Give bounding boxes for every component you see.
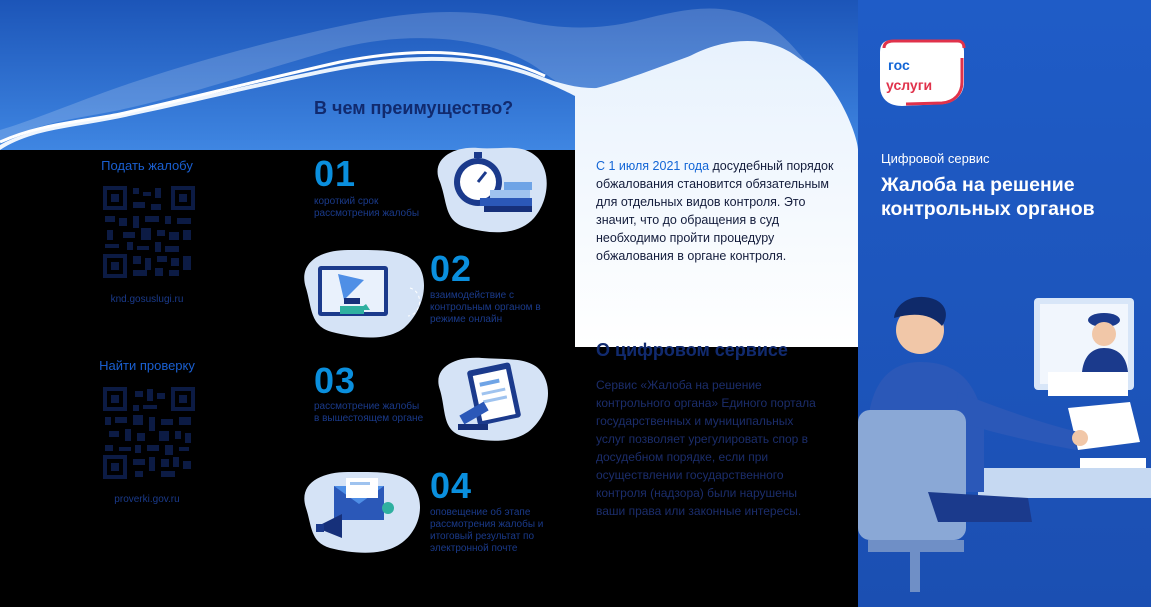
- intro-date-highlight: С 1 июля 2021 года: [596, 159, 710, 173]
- qr-complaint-url[interactable]: knd.gosuslugi.ru: [110, 294, 184, 305]
- gosuslugi-logo: гос услуги: [880, 39, 966, 106]
- benefit-text-4: оповещение об этапе рассмотрения жалобы …: [430, 507, 544, 554]
- benefit-text-2: взаимодействие с контрольным органом в р…: [430, 290, 541, 325]
- qr-inspection-title: Найти проверку: [99, 358, 195, 373]
- qr-inspection-url[interactable]: proverki.gov.ru: [114, 494, 180, 505]
- intro-text: досудебный порядок обжалования становитс…: [596, 159, 834, 263]
- intro-paragraph: С 1 июля 2021 года досудебный порядок об…: [596, 157, 836, 265]
- logo-text-gos: гос: [888, 57, 910, 73]
- gavel-clipboard-illustration: [438, 357, 549, 441]
- benefit-text-1: короткий срок рассмотрения жалобы: [314, 196, 420, 219]
- officer-videocall-illustration: [858, 296, 1151, 592]
- qr-code-complaint[interactable]: [103, 186, 195, 278]
- service-kicker: Цифровой сервис: [881, 151, 990, 166]
- qr-complaint-title: Подать жалобу: [101, 158, 193, 173]
- logo-text-uslugi: услуги: [886, 77, 932, 93]
- envelope-megaphone-illustration: [304, 471, 421, 553]
- about-text: Сервис «Жалоба на решение контрольного о…: [596, 378, 816, 518]
- benefit-number-1: 01: [314, 153, 357, 194]
- service-title: Жалоба на решение контрольных органов: [881, 174, 1095, 220]
- benefit-number-2: 02: [430, 248, 473, 289]
- benefits-heading: В чем преимущество?: [314, 98, 514, 118]
- stopwatch-illustration: [437, 147, 547, 233]
- benefit-number-4: 04: [430, 465, 473, 506]
- benefit-text-3: рассмотрение жалобы в вышестоящем органе: [314, 401, 424, 424]
- qr-code-inspection[interactable]: [103, 387, 195, 479]
- benefit-number-3: 03: [314, 360, 357, 401]
- messages-illustration: [304, 249, 425, 338]
- about-heading: О цифровом сервисе: [596, 340, 788, 360]
